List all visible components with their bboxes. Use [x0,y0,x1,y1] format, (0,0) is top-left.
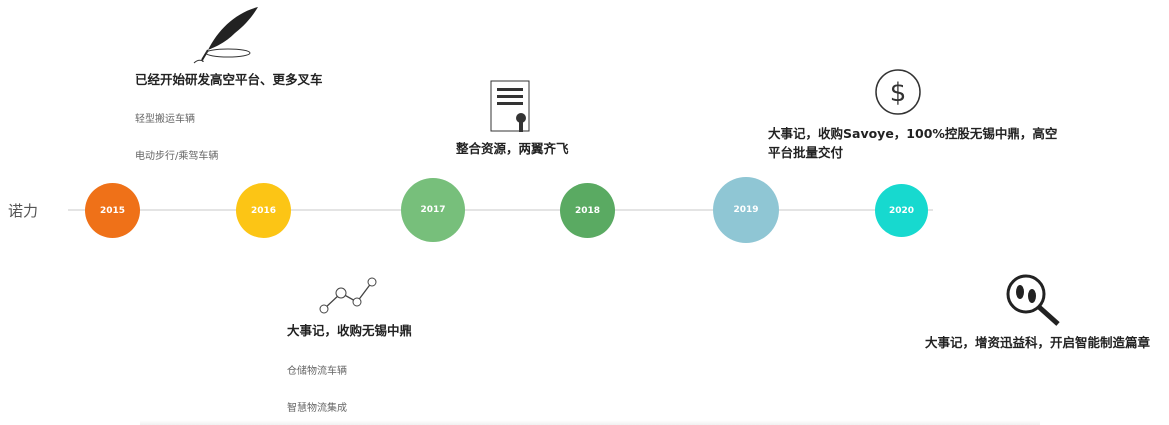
event-title: 大事记，收购Savoye，100%控股无锡中鼎，高空平台批量交付 [768,126,1058,160]
event-title: 整合资源，两翼齐飞 [456,141,569,156]
certificate-icon [490,80,530,132]
quill-pen-icon [193,7,258,64]
svg-text:$: $ [890,78,907,108]
event-title: 大事记，增资迅益科，开启智能制造篇章 [925,335,1151,350]
line-chart-icon [319,277,377,314]
event-item: 轻型搬运车辆 [135,114,195,125]
year-node-2015[interactable]: 2015 [85,183,140,238]
event-item: 智慧物流集成 [287,403,347,414]
event-item: 电动步行/乘驾车辆 [135,151,219,162]
bottom-divider [140,420,1040,425]
magnifier-footprints-icon [1006,274,1060,326]
event-item: 仓储物流车辆 [287,366,347,377]
event-title: 已经开始研发高空平台、更多叉车 [135,72,323,87]
year-node-2016[interactable]: 2016 [236,183,291,238]
timeline-axis [68,209,933,211]
event-title: 大事记，收购无锡中鼎 [287,323,413,338]
year-node-2020[interactable]: 2020 [875,184,928,237]
dollar-icon: $ [875,69,921,115]
brand-label: 诺力 [8,202,39,220]
year-node-2019[interactable]: 2019 [713,177,779,243]
year-node-2017[interactable]: 2017 [401,178,465,242]
year-node-2018[interactable]: 2018 [560,183,615,238]
